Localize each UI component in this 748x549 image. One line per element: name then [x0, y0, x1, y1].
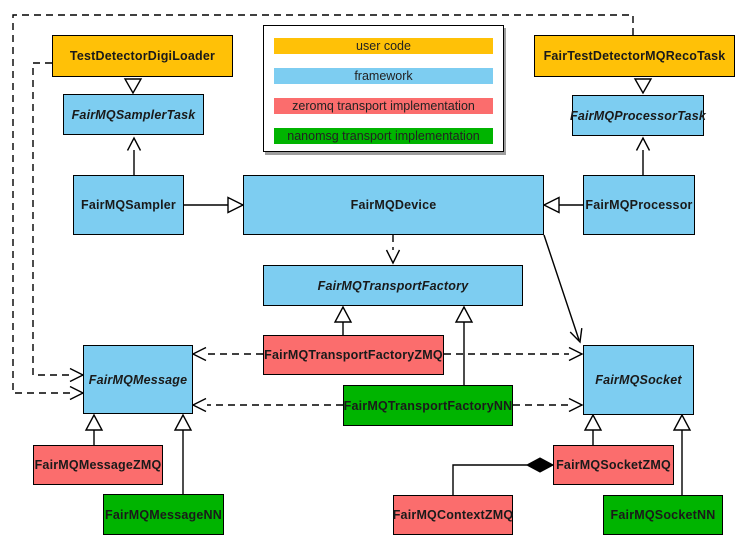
edge-device-to-socket	[543, 234, 583, 344]
node-fairmq-context-zmq: FairMQContextZMQ	[393, 495, 513, 535]
node-fairmq-message-nn: FairMQMessageNN	[103, 494, 224, 535]
edge-processor-to-processortask	[635, 136, 651, 175]
edge-processor-inherits-device	[542, 196, 583, 214]
edge-sampler-inherits-device	[184, 196, 245, 214]
edge-factoryzmq-to-message-dashed	[191, 346, 263, 362]
edge-digiloader-inherits-samplertask	[123, 78, 143, 95]
legend-box: user code framework zeromq transport imp…	[263, 25, 504, 152]
edge-factorynn-to-message-dashed	[191, 397, 343, 413]
node-test-detector-digi-loader: TestDetectorDigiLoader	[52, 35, 233, 77]
edge-factorynn-to-socket-dashed	[513, 397, 584, 413]
node-fairmq-message-zmq: FairMQMessageZMQ	[33, 445, 163, 485]
edge-messagenn-inherits-message	[173, 413, 193, 494]
edge-factorynn-inherits-factory	[454, 305, 474, 385]
node-fairmq-sampler: FairMQSampler	[73, 175, 184, 235]
node-fairmq-socket: FairMQSocket	[583, 345, 694, 415]
edge-socketnn-inherits-socket	[672, 413, 692, 495]
node-fairmq-socket-zmq: FairMQSocketZMQ	[553, 445, 674, 485]
edge-messagezmq-inherits-message	[84, 413, 104, 445]
node-fairmq-message: FairMQMessage	[83, 345, 193, 414]
edge-factoryzmq-to-socket-dashed	[444, 346, 584, 362]
legend-item-zeromq: zeromq transport implementation	[274, 98, 493, 114]
node-fairmq-transport-factory-zmq: FairMQTransportFactoryZMQ	[263, 335, 444, 375]
node-fairmq-sampler-task: FairMQSamplerTask	[63, 94, 204, 135]
node-fairmq-processor-task: FairMQProcessorTask	[570, 95, 706, 136]
edge-device-to-transportfactory-dashed	[385, 235, 401, 265]
node-fairmq-device: FairMQDevice	[243, 175, 544, 235]
node-fair-test-detector-mqrecotask: FairTestDetectorMQRecoTask	[534, 35, 735, 77]
legend-item-framework: framework	[274, 68, 493, 84]
legend-item-nanomsg: nanomsg transport implementation	[274, 128, 493, 144]
edge-sampler-to-samplertask	[126, 136, 142, 175]
node-fairmq-transport-factory-nn: FairMQTransportFactoryNN	[343, 385, 513, 426]
edge-factoryzmq-inherits-factory	[333, 305, 353, 335]
edge-contextzmq-composition-socketzmq	[452, 457, 555, 495]
node-fairmq-transport-factory: FairMQTransportFactory	[263, 265, 523, 306]
edge-recotask-inherits-processortask	[633, 78, 653, 95]
node-fairmq-processor: FairMQProcessor	[583, 175, 695, 235]
legend-item-user-code: user code	[274, 38, 493, 54]
node-fairmq-socket-nn: FairMQSocketNN	[603, 495, 723, 535]
edge-socketzmq-inherits-socket	[583, 413, 603, 445]
